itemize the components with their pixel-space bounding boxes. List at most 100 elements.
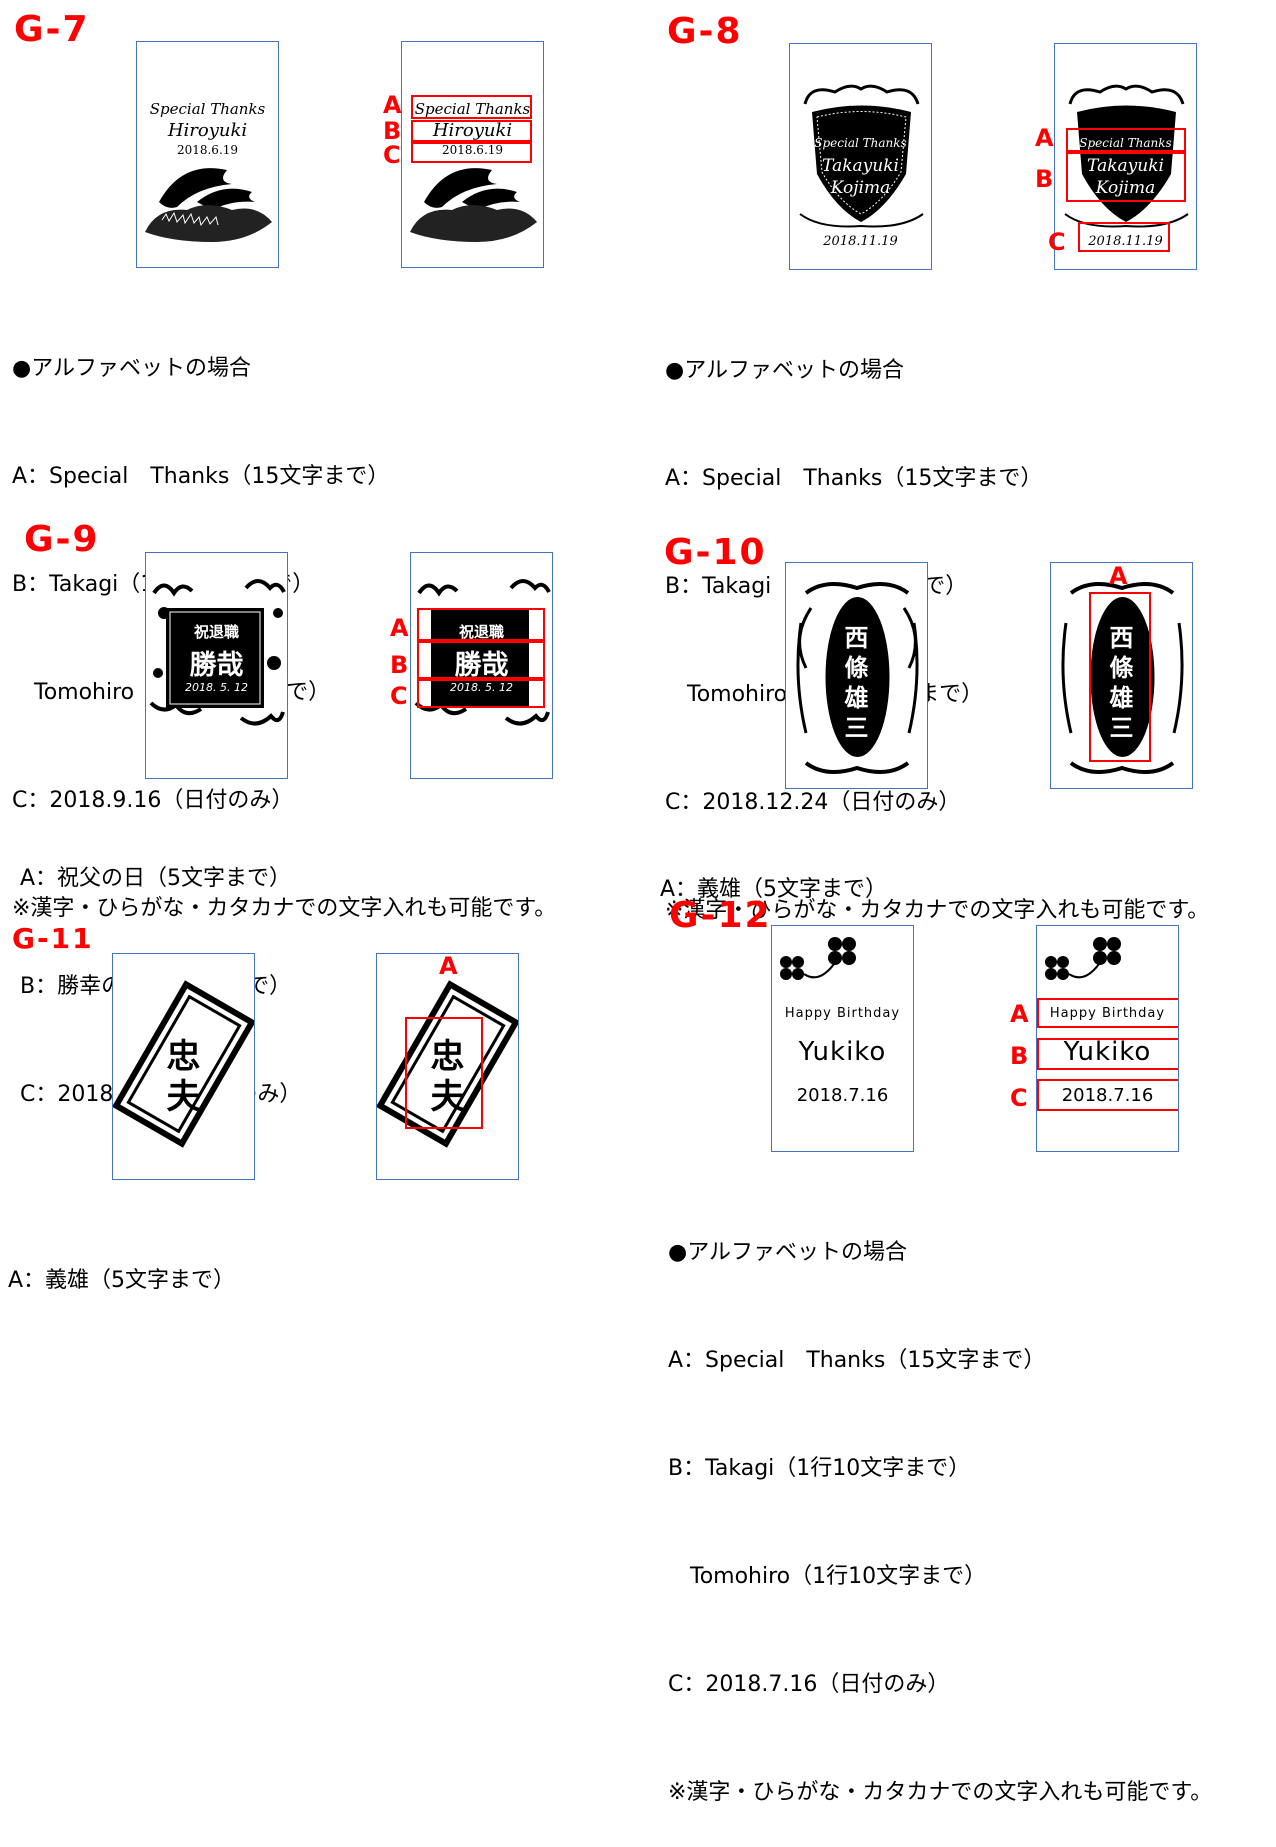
g7-sample-card: Special Thanks Hiroyuki 2018.6.19 <box>136 41 279 268</box>
g12-line1: Happy Birthday <box>784 1006 901 1021</box>
desc-line: A：Special Thanks（15文字まで） <box>665 466 1043 491</box>
g7-line1: Special Thanks <box>149 100 266 118</box>
g8-layout-card: Special Thanks Takayuki Kojima 2018.11.1… <box>1054 43 1197 270</box>
region-box-a <box>417 608 545 641</box>
clover-flower-illustration <box>1045 937 1121 980</box>
desc-line: C：2018.7.16（日付のみ） <box>668 1672 950 1697</box>
g12-line1: Happy Birthday <box>1049 1006 1166 1021</box>
ornamental-frame-illustration <box>796 582 919 774</box>
desc-line: B：Takagi（1行10文字まで） <box>668 1456 971 1481</box>
g7-line3: 2018.6.19 <box>441 143 504 157</box>
g8-line2: Takayuki <box>1087 156 1164 176</box>
g8-line1: Special Thanks <box>814 136 907 150</box>
region-label-b: B <box>1010 1042 1029 1070</box>
region-box-a <box>1066 128 1186 152</box>
g10-char4: 三 <box>1109 713 1134 742</box>
g7-line2: Hiroyuki <box>167 120 248 141</box>
region-box-c <box>417 679 545 708</box>
region-box-a <box>1089 592 1151 762</box>
section-title-g8: G-8 <box>667 11 743 52</box>
desc-line: ※漢字・ひらがな・カタカナでの文字入れも可能です。 <box>12 896 557 921</box>
g11-char2: 夫 <box>430 1077 465 1117</box>
g10-char4: 三 <box>844 713 869 742</box>
g9-line3: 2018. 5. 12 <box>185 681 248 694</box>
g7-line1: Special Thanks <box>414 100 531 118</box>
g8-sample-card: Special Thanks Takayuki Kojima 2018.11.1… <box>789 43 932 270</box>
g7-layout-card: Special Thanks Hiroyuki 2018.6.19 <box>401 41 544 268</box>
g11-char2: 夫 <box>166 1077 201 1117</box>
crest-illustration <box>799 84 924 228</box>
g10-char1: 西 <box>844 623 869 652</box>
g9-line2: 勝哉 <box>189 650 244 681</box>
g11-char1: 忠 <box>166 1037 201 1077</box>
region-label-a: A <box>1035 124 1054 152</box>
region-label-a: A <box>1109 562 1128 590</box>
g9-line3: 2018. 5. 12 <box>450 681 513 694</box>
desc-line: A：Special Thanks（15文字まで） <box>668 1348 1046 1373</box>
region-label-a: A <box>383 91 402 119</box>
g11-description: A：義雄（5文字まで） <box>8 1191 235 1335</box>
g10-char2: 條 <box>844 653 869 682</box>
g11-sample-card: 忠 夫 <box>112 953 255 1180</box>
g11-layout-card: 忠 夫 <box>376 953 519 1180</box>
desc-line: A：祝父の日（5文字まで） <box>20 866 292 891</box>
region-box-c <box>1078 222 1170 252</box>
region-box-b <box>1037 1038 1178 1070</box>
g12-line3: 2018.7.16 <box>1061 1085 1154 1106</box>
desc-line: ●アルファベットの場合 <box>665 358 904 383</box>
g8-line4: 2018.11.19 <box>1088 234 1163 249</box>
clover-flower-illustration <box>780 937 856 980</box>
region-label-a: A <box>390 614 409 642</box>
region-box-a <box>411 95 532 119</box>
g9-line2: 勝哉 <box>454 650 509 681</box>
region-box-b <box>411 120 532 142</box>
region-box-a <box>405 1017 483 1129</box>
g10-description: A：義雄（5文字まで） <box>660 800 887 944</box>
g10-char3: 雄 <box>1109 683 1134 712</box>
region-box-b <box>417 641 545 679</box>
g9-sample-card: 祝退職 勝哉 2018. 5. 12 <box>145 552 288 779</box>
g10-char1: 西 <box>1109 623 1134 652</box>
tilted-plaque-illustration <box>377 980 518 1148</box>
region-label-b: B <box>1035 165 1054 193</box>
g8-line1: Special Thanks <box>1079 136 1172 150</box>
g12-layout-card: Happy Birthday Yukiko 2018.7.16 <box>1036 925 1179 1152</box>
g10-char3: 雄 <box>844 683 869 712</box>
g8-line3: Kojima <box>1095 178 1156 198</box>
desc-line: C：2018.9.16（日付のみ） <box>12 788 294 813</box>
g9-line1: 祝退職 <box>458 623 504 641</box>
g12-sample-card: Happy Birthday Yukiko 2018.7.16 <box>771 925 914 1152</box>
crest-illustration <box>1064 84 1189 228</box>
g8-line2: Takayuki <box>822 156 899 176</box>
g8-line3: Kojima <box>830 178 891 198</box>
section-title-g9: G-9 <box>24 519 100 560</box>
desc-line: A：義雄（5文字まで） <box>8 1268 236 1293</box>
floral-frame-illustration <box>149 579 286 726</box>
region-label-b: B <box>383 117 402 145</box>
region-box-b <box>1066 152 1186 202</box>
g12-line2: Yukiko <box>1063 1037 1152 1067</box>
g9-line1: 祝退職 <box>193 623 239 641</box>
region-label-c: C <box>390 682 408 710</box>
g10-layout-card: 西 條 雄 三 <box>1050 562 1193 789</box>
desc-line: ※漢字・ひらがな・カタカナでの文字入れも可能です。 <box>668 1780 1213 1805</box>
section-title-g12: G-12 <box>669 895 772 936</box>
tilted-plaque-illustration <box>113 980 254 1148</box>
desc-line: A：Special Thanks（15文字まで） <box>12 464 390 489</box>
g12-line2: Yukiko <box>798 1037 887 1067</box>
section-title-g10: G-10 <box>664 532 767 573</box>
desc-line: C：2018.12.24（日付のみ） <box>665 790 961 815</box>
g9-layout-card: 祝退職 勝哉 2018. 5. 12 <box>410 552 553 779</box>
region-box-c <box>411 142 532 163</box>
dolphin-illustration <box>145 168 272 242</box>
desc-line: ※漢字・ひらがな・カタカナでの文字入れも可能です。 <box>665 898 1210 923</box>
desc-line: Tomohiro（1行10文字まで） <box>668 1564 987 1589</box>
region-label-c: C <box>383 141 401 169</box>
g8-line4: 2018.11.19 <box>823 234 898 249</box>
region-label-c: C <box>1048 228 1066 256</box>
g7-line3: 2018.6.19 <box>176 143 239 157</box>
floral-frame-illustration <box>414 579 551 726</box>
region-box-a <box>1037 998 1178 1028</box>
desc-line: A：義雄（5文字まで） <box>660 877 888 902</box>
region-label-c: C <box>1010 1084 1028 1112</box>
